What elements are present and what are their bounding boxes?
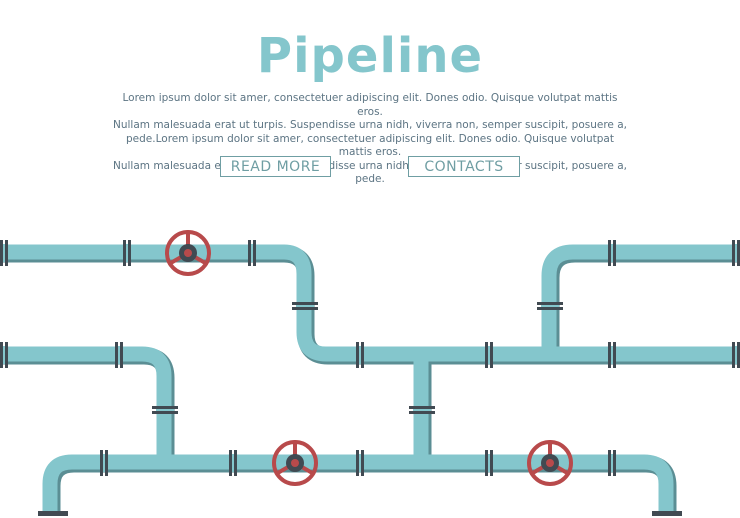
pipe-flange-icon bbox=[0, 342, 8, 368]
page-title: Pipeline bbox=[256, 28, 484, 84]
pipe-flange-icon bbox=[608, 342, 616, 368]
pipe-flange-icon bbox=[0, 240, 8, 266]
contacts-button[interactable]: CONTACTS bbox=[408, 156, 520, 177]
pipe-flange-icon bbox=[608, 240, 616, 266]
pipe-flange-icon bbox=[356, 342, 364, 368]
pipe-flange-icon bbox=[152, 406, 178, 414]
pipe-flange-icon bbox=[608, 450, 616, 476]
pipe-flange-icon bbox=[248, 240, 256, 266]
pipe-flange-icon bbox=[100, 450, 108, 476]
pipe-flange-icon bbox=[732, 240, 740, 266]
pipe-flange-icon bbox=[292, 302, 318, 310]
pipe-network bbox=[0, 244, 740, 514]
intro-text-line: Lorem ipsum dolor sit amer, consectetuer… bbox=[122, 92, 618, 118]
intro-text-line: Nullam malesuada erat ut turpis. Suspend… bbox=[112, 119, 627, 131]
valve-wheel-icon bbox=[527, 440, 573, 486]
pipe-flange-icon bbox=[115, 342, 123, 368]
pipe-flange-icon bbox=[485, 342, 493, 368]
pipe-flange-icon bbox=[123, 240, 131, 266]
pipe-flange-icon bbox=[356, 450, 364, 476]
pipe-end-cap bbox=[38, 511, 68, 516]
valve-wheel-icon bbox=[272, 440, 318, 486]
pipe-network-shadow bbox=[0, 245, 740, 514]
pipe-flange-icon bbox=[485, 450, 493, 476]
pipe-flange-icon bbox=[537, 302, 563, 310]
valve-wheel-icon bbox=[165, 230, 211, 276]
pipe-flange-icon bbox=[229, 450, 237, 476]
pipe-flange-icon bbox=[409, 406, 435, 414]
pipe-flanges bbox=[0, 240, 740, 516]
pipe-flange-icon bbox=[732, 342, 740, 368]
intro-text-line: pede.Lorem ipsum dolor sit amer, consect… bbox=[126, 132, 614, 159]
pipe-valves bbox=[165, 230, 573, 486]
pipe-end-cap bbox=[652, 511, 682, 516]
read-more-button[interactable]: READ MORE bbox=[220, 156, 331, 177]
